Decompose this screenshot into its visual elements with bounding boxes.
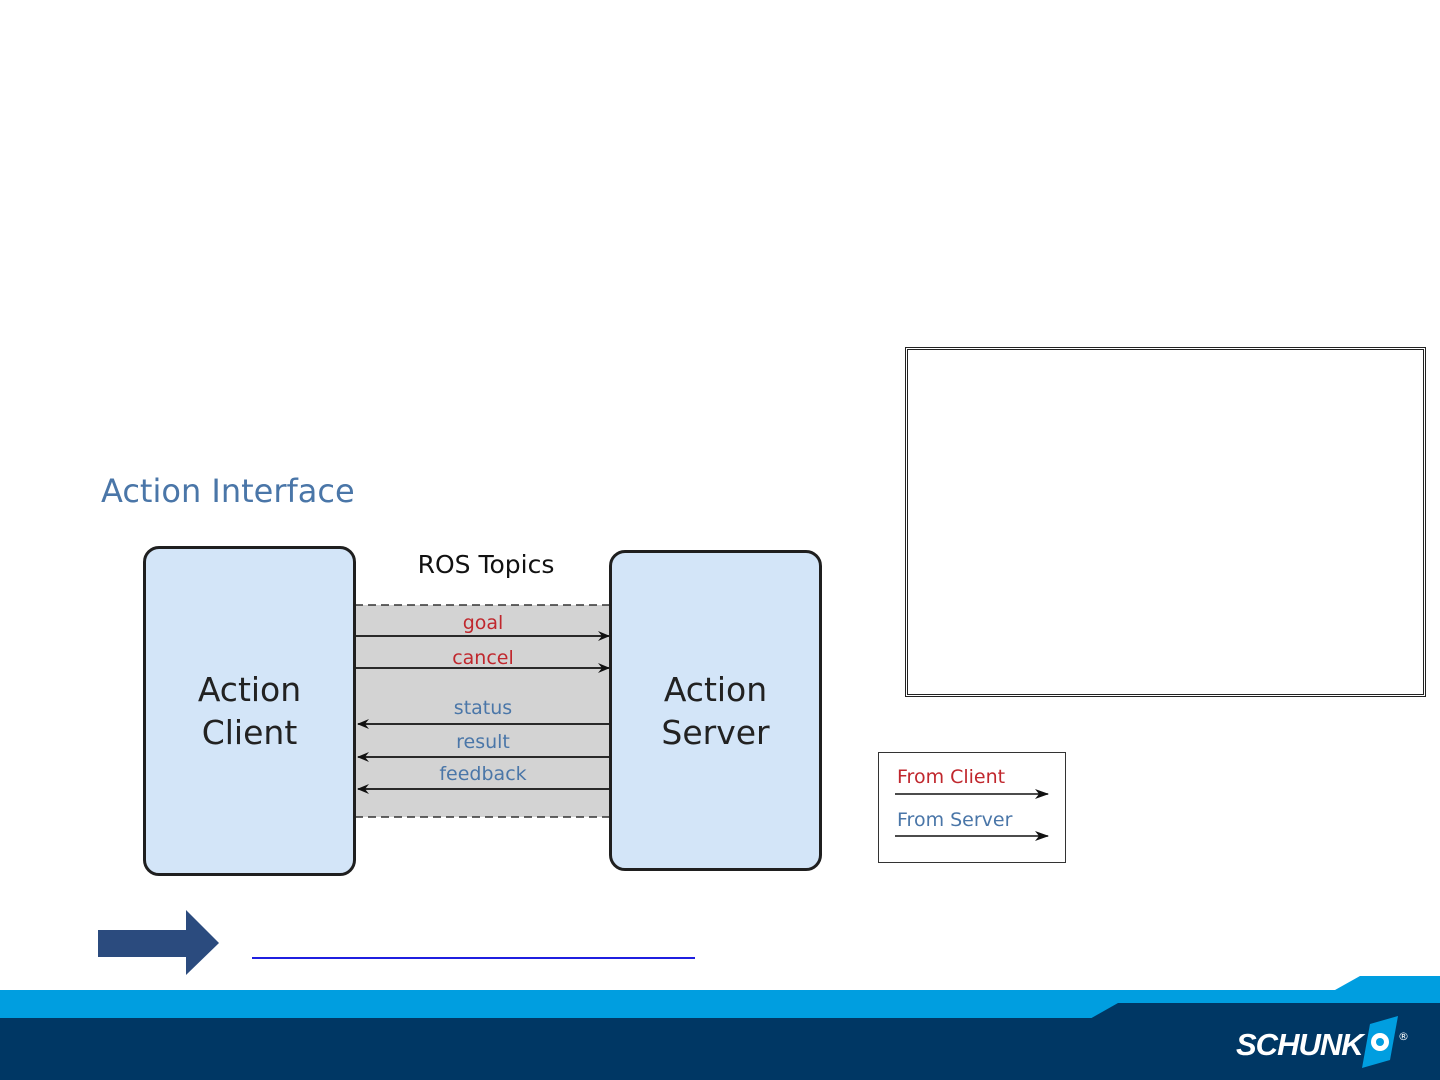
legend-from-client: From Client [897, 766, 1006, 788]
topic-status: status [453, 697, 513, 719]
channel-band [355, 605, 611, 817]
action-server-label: Action Server [661, 669, 770, 752]
schunk-logo-icon [1362, 1016, 1398, 1068]
legend-arrows [895, 789, 1049, 841]
empty-frame [905, 347, 1426, 697]
link-underline[interactable] [252, 957, 695, 959]
topic-result: result [456, 731, 510, 753]
diagram-title: Action Interface [101, 472, 355, 510]
legend: From Client From Server [878, 752, 1066, 863]
action-client-label: Action Client [197, 670, 302, 752]
schunk-logo-text: SCHUNK [1236, 1027, 1364, 1062]
ros-topics-label: ROS Topics [417, 550, 555, 579]
footer-band-dark [0, 1018, 1440, 1080]
footer-slant [1088, 976, 1440, 1020]
action-server-node: Action Server [609, 550, 822, 871]
registered-mark: ® [1398, 1030, 1409, 1043]
right-arrow-icon [98, 910, 219, 975]
topic-goal: goal [462, 612, 504, 634]
topic-cancel: cancel [452, 647, 514, 669]
legend-from-server: From Server [897, 809, 1013, 831]
topic-feedback: feedback [439, 763, 527, 785]
action-client-node: Action Client [143, 546, 356, 876]
